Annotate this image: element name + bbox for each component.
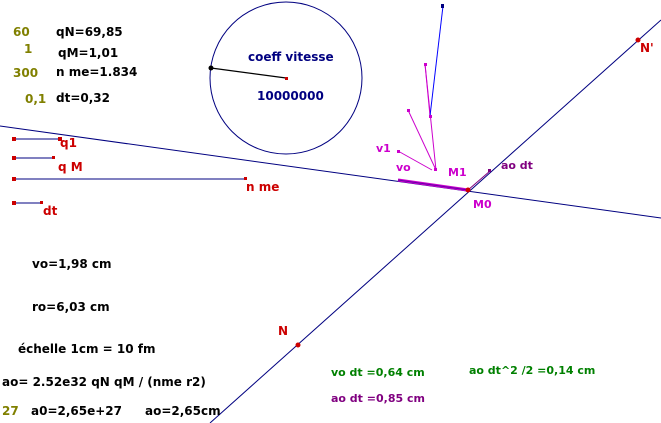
point-m1-label: M1 — [448, 166, 467, 179]
slider-qm-label: q M — [58, 160, 83, 174]
vector-v1[interactable] — [397, 150, 433, 171]
param-qn-label: qN=69,85 — [56, 25, 123, 39]
param-nme-label: n me=1.834 — [56, 65, 138, 79]
slider-nme-handle[interactable] — [244, 177, 247, 180]
speed-dial — [209, 1, 363, 155]
readout-exponent: 27 — [2, 404, 19, 418]
vector-vo-core — [397, 179, 469, 191]
speed-dial-value: 10000000 — [257, 89, 324, 103]
point-m0-label: M0 — [473, 198, 492, 211]
readout-vo: vo=1,98 cm — [32, 257, 112, 271]
vector-blue[interactable] — [429, 5, 444, 117]
slider-dt-label: dt — [43, 204, 58, 218]
vector-v1-label: v1 — [376, 142, 391, 155]
slider-dt-handle[interactable] — [40, 201, 43, 204]
speed-dial-knob[interactable] — [208, 65, 214, 71]
marker-m1-up — [424, 63, 427, 66]
readout-ro: ro=6,03 cm — [32, 300, 110, 314]
readout-vo-dt: vo dt =0,64 cm — [331, 366, 425, 379]
point-n-label: N — [278, 324, 289, 338]
readout-ao-formula: ao= 2.52e32 qN qM / (nme r2) — [2, 375, 206, 389]
readout-a0: a0=2,65e+27 — [31, 404, 123, 418]
readout-echelle: échelle 1cm = 10 fm — [18, 342, 156, 356]
marker-ao-upper — [429, 115, 432, 118]
slider-dt-start — [12, 201, 16, 205]
marker-ao-dt — [488, 169, 491, 172]
point-n[interactable] — [295, 342, 301, 348]
slider-qm-handle[interactable] — [52, 156, 55, 159]
line-n-nprime — [209, 19, 661, 423]
vector-ao-dt[interactable] — [467, 170, 491, 191]
vector-ao-upper[interactable] — [424, 63, 431, 117]
param-dt-label: dt=0,32 — [56, 91, 110, 105]
marker-m1-short — [407, 109, 410, 112]
slider-nme-label: n me — [246, 180, 280, 194]
readout-ao-dt2: ao dt^2 /2 =0,14 cm — [469, 364, 596, 377]
readout-ao-dt: ao dt =0,85 cm — [331, 392, 425, 405]
point-nprime[interactable] — [635, 37, 641, 43]
slider-nme-start — [12, 177, 16, 181]
marker-v1 — [397, 150, 400, 153]
speed-dial-title: coeff vitesse — [248, 50, 334, 64]
param-qm-value: 1 — [24, 42, 33, 56]
readout-ao-cm: ao=2,65cm — [145, 404, 221, 418]
param-qn-value: 60 — [13, 25, 30, 39]
vector-ao-dt-label: ao dt — [501, 159, 533, 172]
speed-dial-center — [285, 77, 288, 80]
param-nme-value: 300 — [13, 66, 39, 80]
point-nprime-label: N' — [640, 41, 654, 55]
vector-vo-label: vo — [396, 161, 411, 174]
param-dt-value: 0,1 — [25, 92, 47, 106]
slider-q1-start — [12, 137, 16, 141]
slider-qm-start — [12, 156, 16, 160]
slider-q1-label: q1 — [60, 136, 77, 150]
vector-m1-up-short[interactable] — [407, 109, 437, 171]
marker-m1 — [434, 168, 437, 171]
param-qm-label: qM=1,01 — [58, 46, 119, 60]
point-m0[interactable] — [465, 187, 471, 193]
vector-blue-tip — [441, 4, 444, 8]
slider-q1-handle[interactable] — [58, 137, 62, 141]
trajectory-line — [0, 125, 661, 219]
speed-dial-needle[interactable] — [210, 67, 287, 79]
